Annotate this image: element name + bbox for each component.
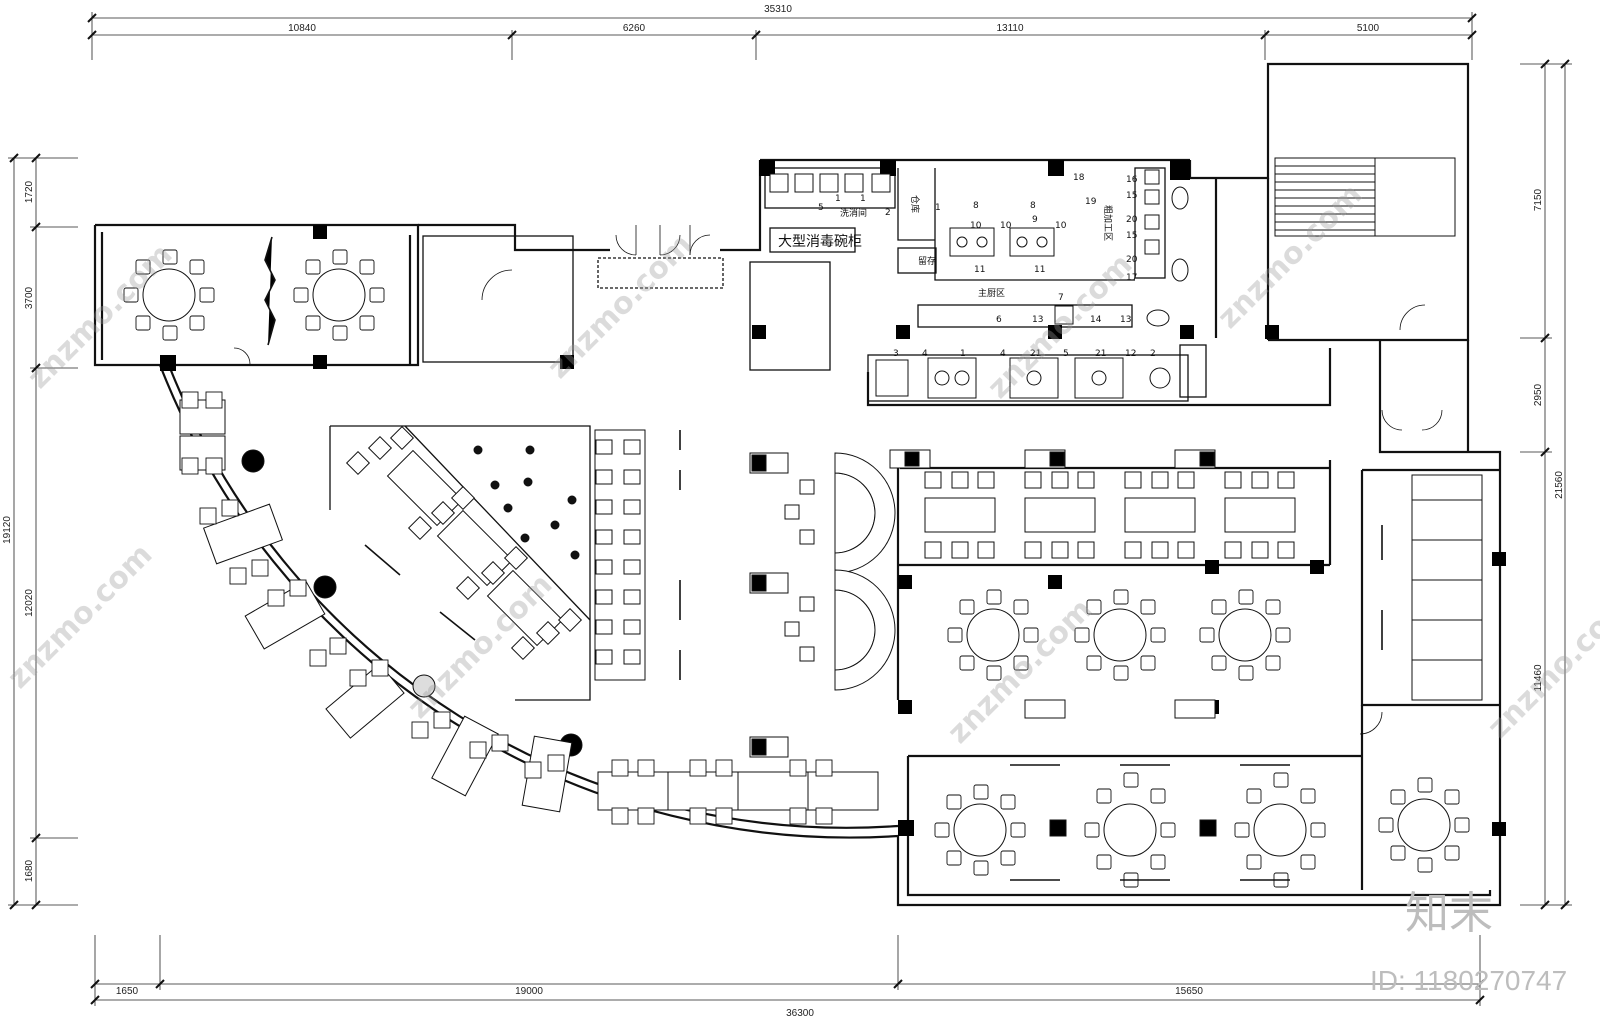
right-booth-column <box>1411 474 1483 701</box>
watermark-text: znzmo.com <box>1481 587 1600 746</box>
dim-right-seg-2: 2950 <box>1533 383 1544 406</box>
dim-right-seg-1: 7150 <box>1533 188 1544 211</box>
dim-left-seg-1: 1720 <box>24 180 35 203</box>
watermark-text: znzmo.com <box>1211 177 1370 336</box>
eq-num: 14 <box>1090 315 1102 325</box>
diagonal-booth-block <box>329 425 591 701</box>
eq-num: 3 <box>893 349 899 359</box>
dim-left-seg-4: 1680 <box>24 859 35 882</box>
id-label: ID: 1180270747 <box>1370 965 1567 996</box>
plant-icons <box>473 445 580 560</box>
semicircle-booths <box>784 452 896 691</box>
two-person-tables <box>749 449 1217 837</box>
walls <box>93 62 1502 907</box>
dim-bottom-seg-2: 19000 <box>515 986 543 997</box>
eq-num: 13 <box>1120 315 1131 325</box>
dim-bottom-seg-1: 1650 <box>116 986 139 997</box>
eq-num: 16 <box>1126 175 1138 185</box>
dim-top-seg-2: 6260 <box>623 23 646 34</box>
dimension-lines <box>8 12 1572 1006</box>
label-dishwashing: 洗消间 <box>840 207 867 219</box>
eq-num: 17 <box>1126 273 1137 283</box>
label-disinfection-cabinet: 大型消毒碗柜 <box>778 234 862 250</box>
equipment-number-labels: 5 1 1 2 1 8 8 19 18 10 10 9 10 11 11 16 … <box>818 173 1156 359</box>
dimension-ticks <box>9 13 1570 1005</box>
eq-num: 5 <box>1063 349 1069 359</box>
dim-left-seg-2: 3700 <box>24 286 35 309</box>
label-cold-storage: 留存 <box>918 255 936 267</box>
eq-num: 1 <box>960 349 966 359</box>
eq-num: 20 <box>1126 215 1138 225</box>
eq-num: 7 <box>1058 293 1064 303</box>
structural-columns <box>160 160 1506 836</box>
eq-num: 11 <box>974 265 985 275</box>
eq-num: 10 <box>970 221 982 231</box>
eq-num: 9 <box>1032 215 1038 225</box>
eq-num: 6 <box>996 315 1002 325</box>
rect-tables <box>924 471 1296 559</box>
eq-num: 2 <box>885 208 891 218</box>
eq-num: 1 <box>835 194 841 204</box>
dim-top-seg-1: 10840 <box>288 23 316 34</box>
dim-top-total: 35310 <box>764 4 792 15</box>
dim-top-seg-3: 13110 <box>996 23 1024 34</box>
brand-logo: 知末 <box>1405 888 1493 939</box>
eq-num: 18 <box>1073 173 1085 183</box>
label-storage: 仓库 <box>909 195 921 213</box>
toilet-icon <box>1146 186 1189 327</box>
eq-num: 20 <box>1126 255 1138 265</box>
eq-num: 1 <box>935 203 941 213</box>
dim-right-seg-3: 11460 <box>1533 664 1544 692</box>
round-table-chairs <box>123 249 1470 888</box>
eq-num: 19 <box>1085 197 1097 207</box>
curved-booth-seats <box>181 391 833 825</box>
watermark-text: znzmo.com <box>401 567 560 726</box>
dim-left-seg-3: 12020 <box>24 589 35 617</box>
label-main-kitchen: 主厨区 <box>978 287 1005 299</box>
dim-left-outer: 19120 <box>2 516 13 544</box>
dim-bottom-total: 36300 <box>786 1008 814 1019</box>
eq-num: 8 <box>1030 201 1036 211</box>
staircase <box>1274 157 1456 237</box>
eq-num: 15 <box>1126 231 1137 241</box>
round-tables <box>142 268 1451 857</box>
diagonal-booth-tables <box>345 425 583 661</box>
booth-row-right <box>594 429 646 681</box>
eq-num: 15 <box>1126 191 1137 201</box>
eq-num: 21 <box>1095 349 1106 359</box>
eq-num: 11 <box>1034 265 1045 275</box>
watermark-text: znzmo.com <box>941 592 1100 751</box>
eq-num: 10 <box>1000 221 1012 231</box>
dim-top-seg-4: 5100 <box>1357 23 1380 34</box>
watermark: znzmo.com znzmo.com znzmo.com znzmo.com … <box>1 177 1600 751</box>
eq-num: 5 <box>818 203 824 213</box>
door-swings <box>233 225 1443 735</box>
dim-right-outer: 21560 <box>1554 471 1565 499</box>
eq-num: 2 <box>1150 349 1156 359</box>
eq-num: 4 <box>1000 349 1006 359</box>
eq-num: 21 <box>1030 349 1041 359</box>
eq-num: 1 <box>860 194 866 204</box>
eq-num: 8 <box>973 201 979 211</box>
eq-num: 13 <box>1032 315 1043 325</box>
kitchen-walls <box>422 167 1207 402</box>
eq-num: 10 <box>1055 221 1067 231</box>
partitions <box>264 236 1383 881</box>
kitchen-equipment <box>769 169 1171 399</box>
label-rough-processing: 粗加工区 <box>1102 205 1114 241</box>
curved-booths <box>179 399 879 813</box>
eq-num: 12 <box>1125 349 1136 359</box>
dim-bottom-seg-3: 15650 <box>1175 986 1203 997</box>
eq-num: 4 <box>922 349 928 359</box>
